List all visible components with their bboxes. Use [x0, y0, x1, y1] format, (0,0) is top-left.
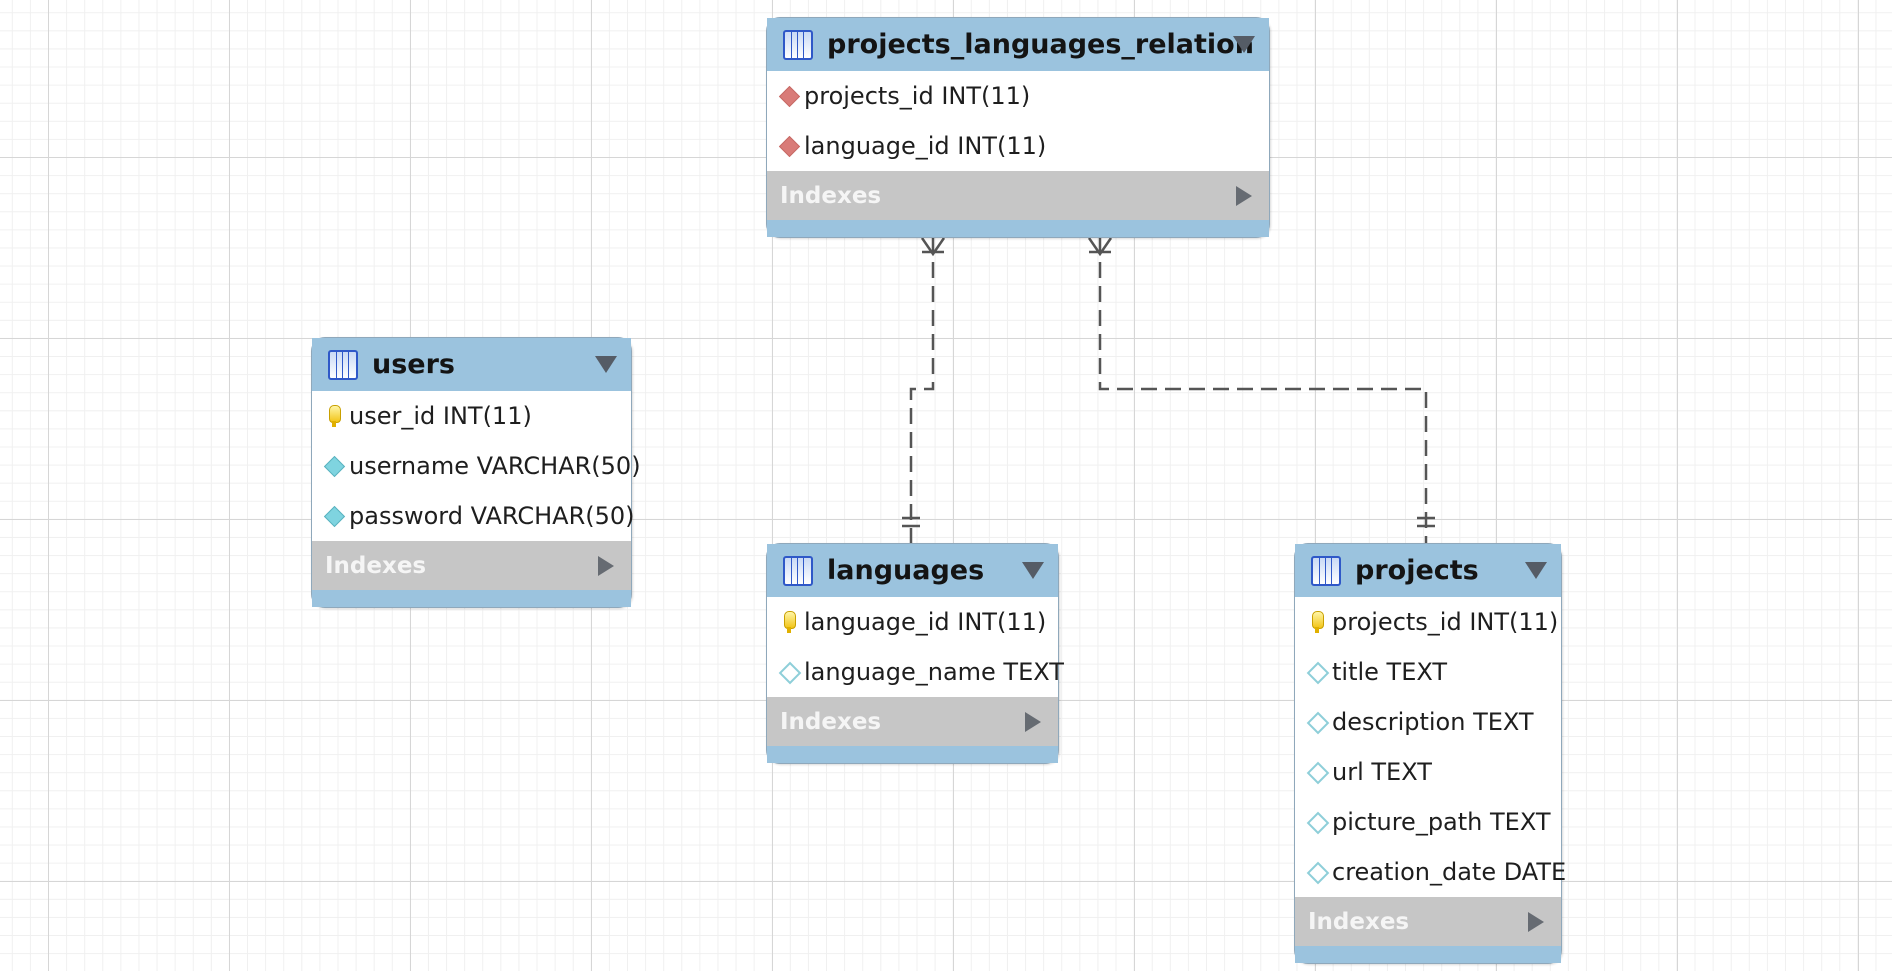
- collapse-toggle-icon[interactable]: [1233, 36, 1255, 53]
- indexes-label: Indexes: [780, 182, 882, 209]
- column-row[interactable]: projects_id INT(11): [1295, 597, 1561, 647]
- nullable-column-icon: [1305, 760, 1329, 784]
- expand-arrow-icon[interactable]: [1025, 712, 1041, 732]
- table-projects-languages-relation[interactable]: projects_languages_relation projects_id …: [766, 17, 1270, 238]
- column-label: title TEXT: [1332, 658, 1448, 686]
- column-list: projects_id INT(11) language_id INT(11): [767, 71, 1269, 171]
- not-null-column-icon: [322, 504, 346, 528]
- column-label: creation_date DATE: [1332, 858, 1567, 886]
- column-list: projects_id INT(11) title TEXT descripti…: [1295, 597, 1566, 897]
- column-label: projects_id INT(11): [804, 82, 1031, 110]
- column-label: password VARCHAR(50): [349, 502, 635, 530]
- table-header[interactable]: languages: [767, 544, 1058, 597]
- column-label: language_name TEXT: [804, 658, 1064, 686]
- column-row[interactable]: picture_path TEXT: [1295, 797, 1561, 847]
- nullable-column-icon: [1305, 660, 1329, 684]
- expand-arrow-icon[interactable]: [598, 556, 614, 576]
- column-row[interactable]: creation_date DATE: [1295, 847, 1566, 897]
- table-footer: [312, 590, 631, 607]
- crows-foot-marker-projects: [1087, 237, 1113, 257]
- column-label: language_id INT(11): [804, 132, 1047, 160]
- column-row[interactable]: password VARCHAR(50): [312, 491, 635, 541]
- foreign-key-icon: [777, 134, 801, 158]
- column-row[interactable]: url TEXT: [1295, 747, 1561, 797]
- primary-key-icon: [777, 610, 801, 634]
- column-row[interactable]: username VARCHAR(50): [312, 441, 641, 491]
- indexes-label: Indexes: [1308, 908, 1410, 935]
- table-languages[interactable]: languages language_id INT(11) language_n…: [766, 543, 1064, 764]
- column-label: projects_id INT(11): [1332, 608, 1559, 636]
- column-label: username VARCHAR(50): [349, 452, 641, 480]
- column-label: url TEXT: [1332, 758, 1432, 786]
- one-marker-languages: [902, 516, 920, 528]
- table-users[interactable]: users user_id INT(11) username VARCHAR(5…: [311, 337, 641, 608]
- table-footer: [767, 220, 1269, 237]
- table-footer: [1295, 946, 1561, 963]
- primary-key-icon: [322, 404, 346, 428]
- table-title: languages: [827, 555, 985, 586]
- column-row[interactable]: title TEXT: [1295, 647, 1561, 697]
- nullable-column-icon: [1305, 710, 1329, 734]
- indexes-section[interactable]: Indexes: [312, 541, 631, 590]
- column-label: description TEXT: [1332, 708, 1534, 736]
- nullable-column-icon: [777, 660, 801, 684]
- nullable-column-icon: [1305, 860, 1329, 884]
- column-row[interactable]: language_name TEXT: [767, 647, 1064, 697]
- table-title: projects_languages_relation: [827, 29, 1254, 60]
- nullable-column-icon: [1305, 810, 1329, 834]
- table-projects[interactable]: projects projects_id INT(11) title TEXT …: [1294, 543, 1566, 964]
- table-icon: [328, 349, 358, 380]
- foreign-key-icon: [777, 84, 801, 108]
- column-row[interactable]: language_id INT(11): [767, 597, 1058, 647]
- relationship-line-projects[interactable]: [1087, 237, 1435, 543]
- relationship-line-languages[interactable]: [902, 237, 946, 543]
- table-icon: [783, 29, 813, 60]
- column-row[interactable]: description TEXT: [1295, 697, 1561, 747]
- table-footer: [767, 746, 1058, 763]
- indexes-label: Indexes: [780, 708, 882, 735]
- crows-foot-marker-languages: [920, 237, 946, 257]
- table-title: projects: [1355, 555, 1479, 586]
- expand-arrow-icon[interactable]: [1528, 912, 1544, 932]
- expand-arrow-icon[interactable]: [1236, 186, 1252, 206]
- indexes-section[interactable]: Indexes: [1295, 897, 1561, 946]
- column-row[interactable]: user_id INT(11): [312, 391, 631, 441]
- column-list: user_id INT(11) username VARCHAR(50) pas…: [312, 391, 641, 541]
- collapse-toggle-icon[interactable]: [595, 356, 617, 373]
- table-icon: [1311, 555, 1341, 586]
- primary-key-icon: [1305, 610, 1329, 634]
- collapse-toggle-icon[interactable]: [1525, 562, 1547, 579]
- indexes-label: Indexes: [325, 552, 427, 579]
- table-header[interactable]: projects: [1295, 544, 1561, 597]
- collapse-toggle-icon[interactable]: [1022, 562, 1044, 579]
- column-label: language_id INT(11): [804, 608, 1047, 636]
- table-header[interactable]: projects_languages_relation: [767, 18, 1269, 71]
- not-null-column-icon: [322, 454, 346, 478]
- table-title: users: [372, 349, 455, 380]
- column-label: user_id INT(11): [349, 402, 532, 430]
- column-row[interactable]: language_id INT(11): [767, 121, 1269, 171]
- table-header[interactable]: users: [312, 338, 631, 391]
- one-marker-projects: [1417, 516, 1435, 528]
- column-label: picture_path TEXT: [1332, 808, 1551, 836]
- indexes-section[interactable]: Indexes: [767, 697, 1058, 746]
- column-list: language_id INT(11) language_name TEXT: [767, 597, 1064, 697]
- indexes-section[interactable]: Indexes: [767, 171, 1269, 220]
- table-icon: [783, 555, 813, 586]
- column-row[interactable]: projects_id INT(11): [767, 71, 1269, 121]
